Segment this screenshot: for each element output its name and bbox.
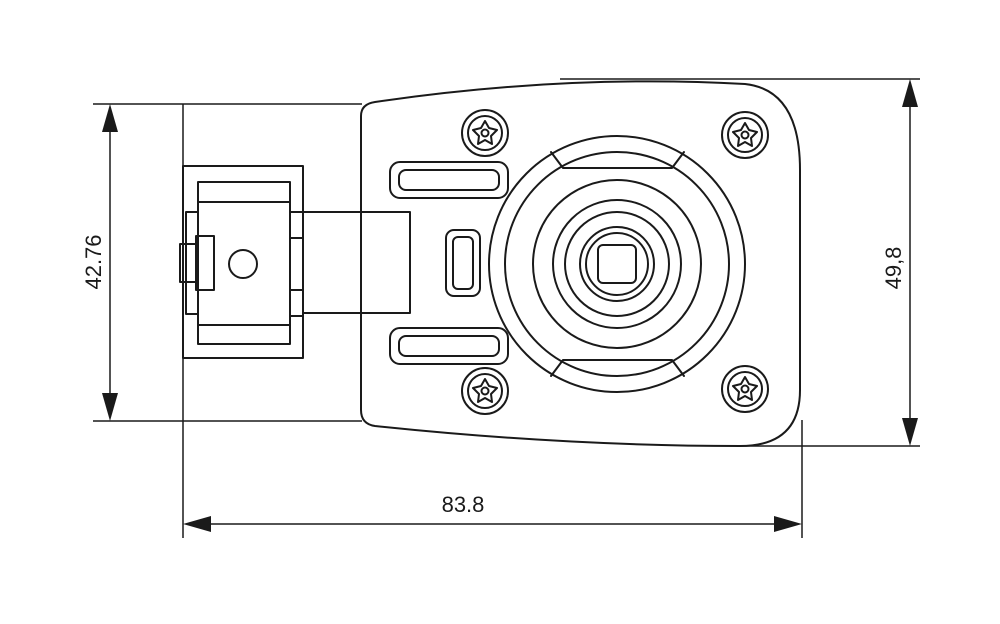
dimension-label-right: 49,8 xyxy=(881,247,906,290)
left-connector xyxy=(179,165,304,359)
dimension-label-left: 42.76 xyxy=(81,234,106,289)
connector-hole xyxy=(228,249,258,279)
screw-bottom-right xyxy=(721,365,769,413)
connector-arm xyxy=(302,211,411,314)
screw-bottom-left xyxy=(461,367,509,415)
dimension-left-height: 42.76 xyxy=(81,104,118,421)
rotary-hub xyxy=(488,135,746,393)
dimension-label-width: 83.8 xyxy=(442,492,485,517)
dimension-width: 83.8 xyxy=(183,492,802,532)
dimension-right-height: 49,8 xyxy=(881,79,918,446)
screw-top-right xyxy=(721,111,769,159)
plate-slots xyxy=(389,161,509,365)
square-drive xyxy=(597,244,637,284)
screw-top-left xyxy=(461,109,509,157)
